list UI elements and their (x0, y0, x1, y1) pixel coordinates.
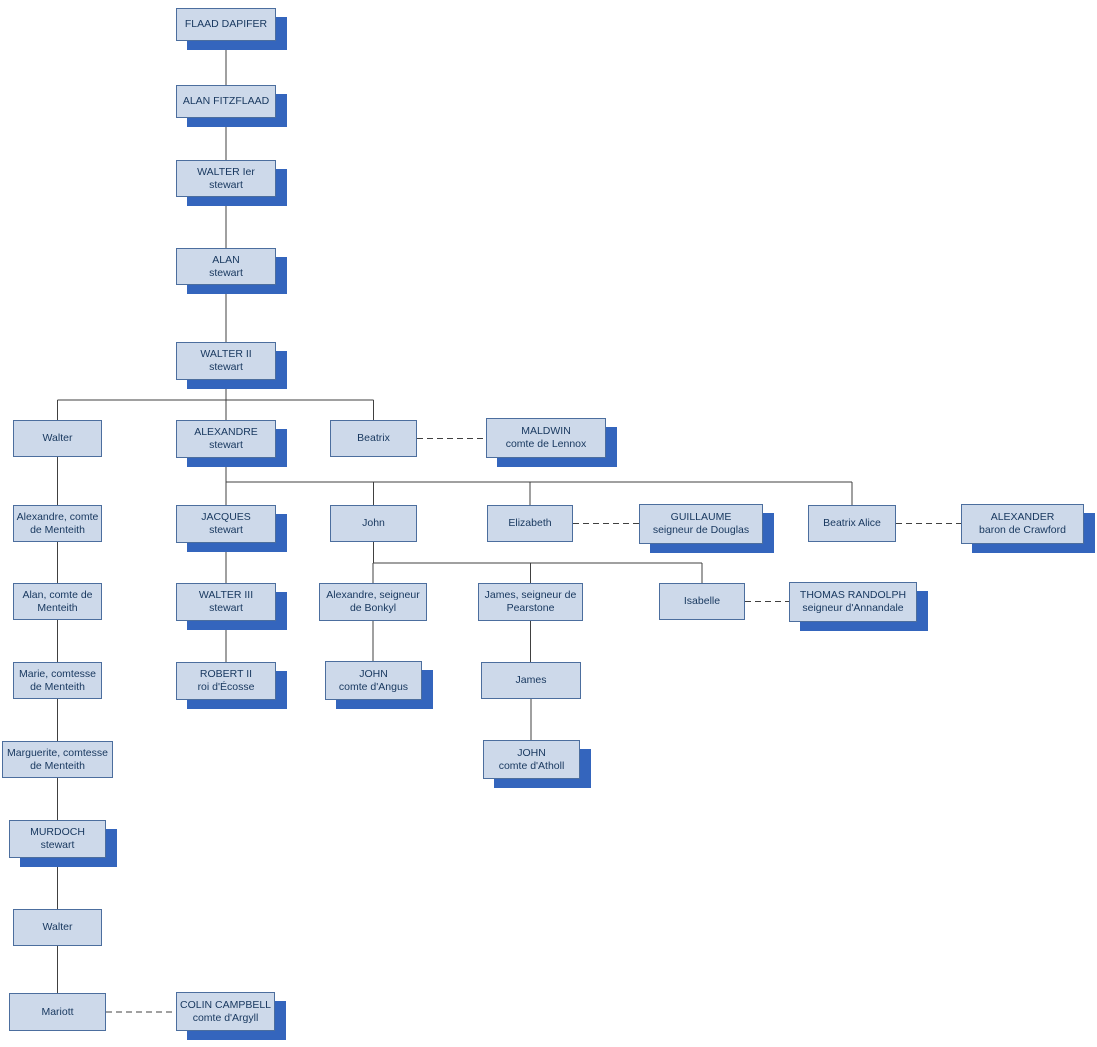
tree-node-walter-a: Walter (13, 420, 102, 457)
node-label: stewart (209, 361, 243, 373)
node-label: Isabelle (683, 595, 721, 607)
node-label: stewart (209, 266, 243, 279)
node-label: ROBERT II (199, 668, 253, 680)
node-label: comte d'Angus (338, 680, 409, 693)
tree-node-isabelle: Isabelle (659, 583, 745, 620)
node-label: James (515, 674, 547, 686)
node-label: COLIN CAMPBELL (179, 998, 272, 1011)
node-label: John (362, 517, 385, 529)
node-label: Beatrix Alice (823, 517, 881, 529)
node-label: JOHN (517, 746, 546, 759)
node-label: roi d'Écosse (197, 681, 255, 693)
node-label: Alexandre, comte (16, 510, 99, 523)
node-label: GUILLAUME (670, 511, 732, 523)
tree-node-elizabeth: Elizabeth (487, 505, 573, 542)
node-label: MALDWIN (521, 425, 571, 437)
node-label: Menteith (37, 601, 78, 614)
tree-node-john: John (330, 505, 417, 542)
node-label: de Menteith (30, 680, 85, 693)
node-label: MURDOCH (30, 826, 85, 838)
node-label: Elizabeth (508, 517, 552, 529)
node-label: comte d'Atholl (498, 759, 565, 772)
node-label: WALTER II (200, 348, 252, 360)
node-label: THOMAS RANDOLPH (799, 589, 907, 601)
node-label: Walter (42, 432, 73, 444)
node-label: ALAN (212, 253, 240, 266)
node-label: FLAAD DAPIFER (184, 18, 268, 30)
tree-node-flaad-dapifer: FLAAD DAPIFER (176, 8, 276, 41)
node-label: Walter (42, 921, 73, 933)
node-label: de Menteith (30, 759, 85, 772)
node-label: ALAN FITZFLAAD (182, 95, 270, 107)
node-label: Marguerite, comtesse (7, 746, 108, 759)
node-label: stewart (209, 178, 243, 191)
tree-node-walter-b: Walter (13, 909, 102, 946)
tree-node-james-2: James (481, 662, 581, 699)
node-label: de Menteith (30, 523, 85, 536)
node-label: JOHN (359, 667, 388, 680)
node-label: seigneur d'Annandale (802, 602, 904, 614)
node-label: stewart (40, 839, 75, 851)
node-label: stewart (209, 524, 243, 536)
tree-node-mariott: Mariott (9, 993, 106, 1031)
node-label: WALTER Ier (197, 165, 255, 178)
node-label: Pearstone (506, 602, 555, 614)
node-label: baron de Crawford (979, 524, 1066, 536)
node-label: Beatrix (357, 432, 390, 444)
node-label: Mariott (41, 1005, 74, 1018)
node-label: ALEXANDER (990, 511, 1055, 523)
node-label: JACQUES (201, 511, 251, 523)
tree-node-beatrix: Beatrix (330, 420, 417, 457)
tree-node-alan-fitzflaad: ALAN FITZFLAAD (176, 85, 276, 118)
node-label: stewart (209, 602, 243, 614)
node-label: Alan, comte de (22, 588, 93, 601)
node-label: seigneur de Douglas (652, 524, 750, 536)
node-label: ALEXANDRE (194, 426, 258, 438)
node-label: Marie, comtesse (18, 667, 97, 680)
node-label: James, seigneur de (484, 589, 577, 601)
node-label: WALTER III (198, 589, 254, 601)
tree-node-beatrix-alice: Beatrix Alice (808, 505, 896, 542)
node-label: comte d'Argyll (192, 1011, 259, 1024)
node-label: de Bonkyl (349, 602, 397, 614)
node-label: comte de Lennox (505, 438, 587, 450)
node-label: stewart (209, 439, 243, 451)
node-label: Alexandre, seigneur (326, 589, 420, 601)
